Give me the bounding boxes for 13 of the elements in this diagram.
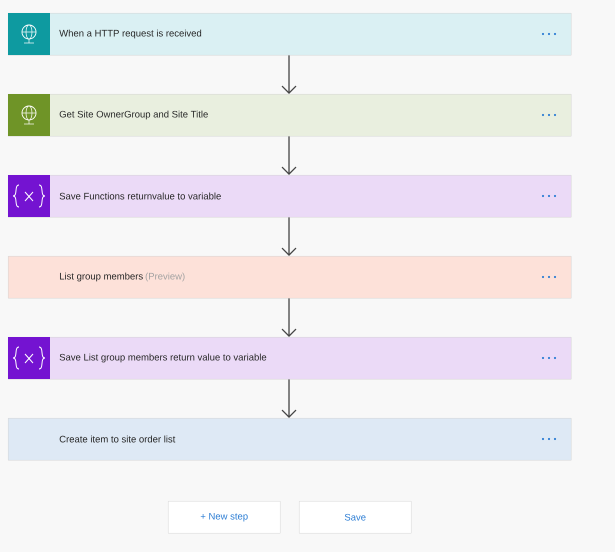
- arrow: [282, 298, 296, 337]
- action-card: Create item to site order list: [8, 418, 572, 460]
- arrow: [282, 379, 296, 418]
- action-card: When a HTTP request is received: [8, 13, 572, 56]
- action-card: Save List group members return value to variable: [8, 337, 572, 380]
- action-card: Get Site OwnerGroup and Site Title: [8, 94, 572, 136]
- action-card: List group members (Preview): [8, 256, 572, 298]
- action-button: Save: [299, 501, 412, 534]
- action-card: Save Functions returnvalue to variable: [8, 175, 572, 218]
- arrow: [282, 136, 296, 175]
- action-button: + New step: [168, 501, 280, 534]
- arrow: [282, 55, 296, 94]
- arrow: [282, 217, 296, 256]
